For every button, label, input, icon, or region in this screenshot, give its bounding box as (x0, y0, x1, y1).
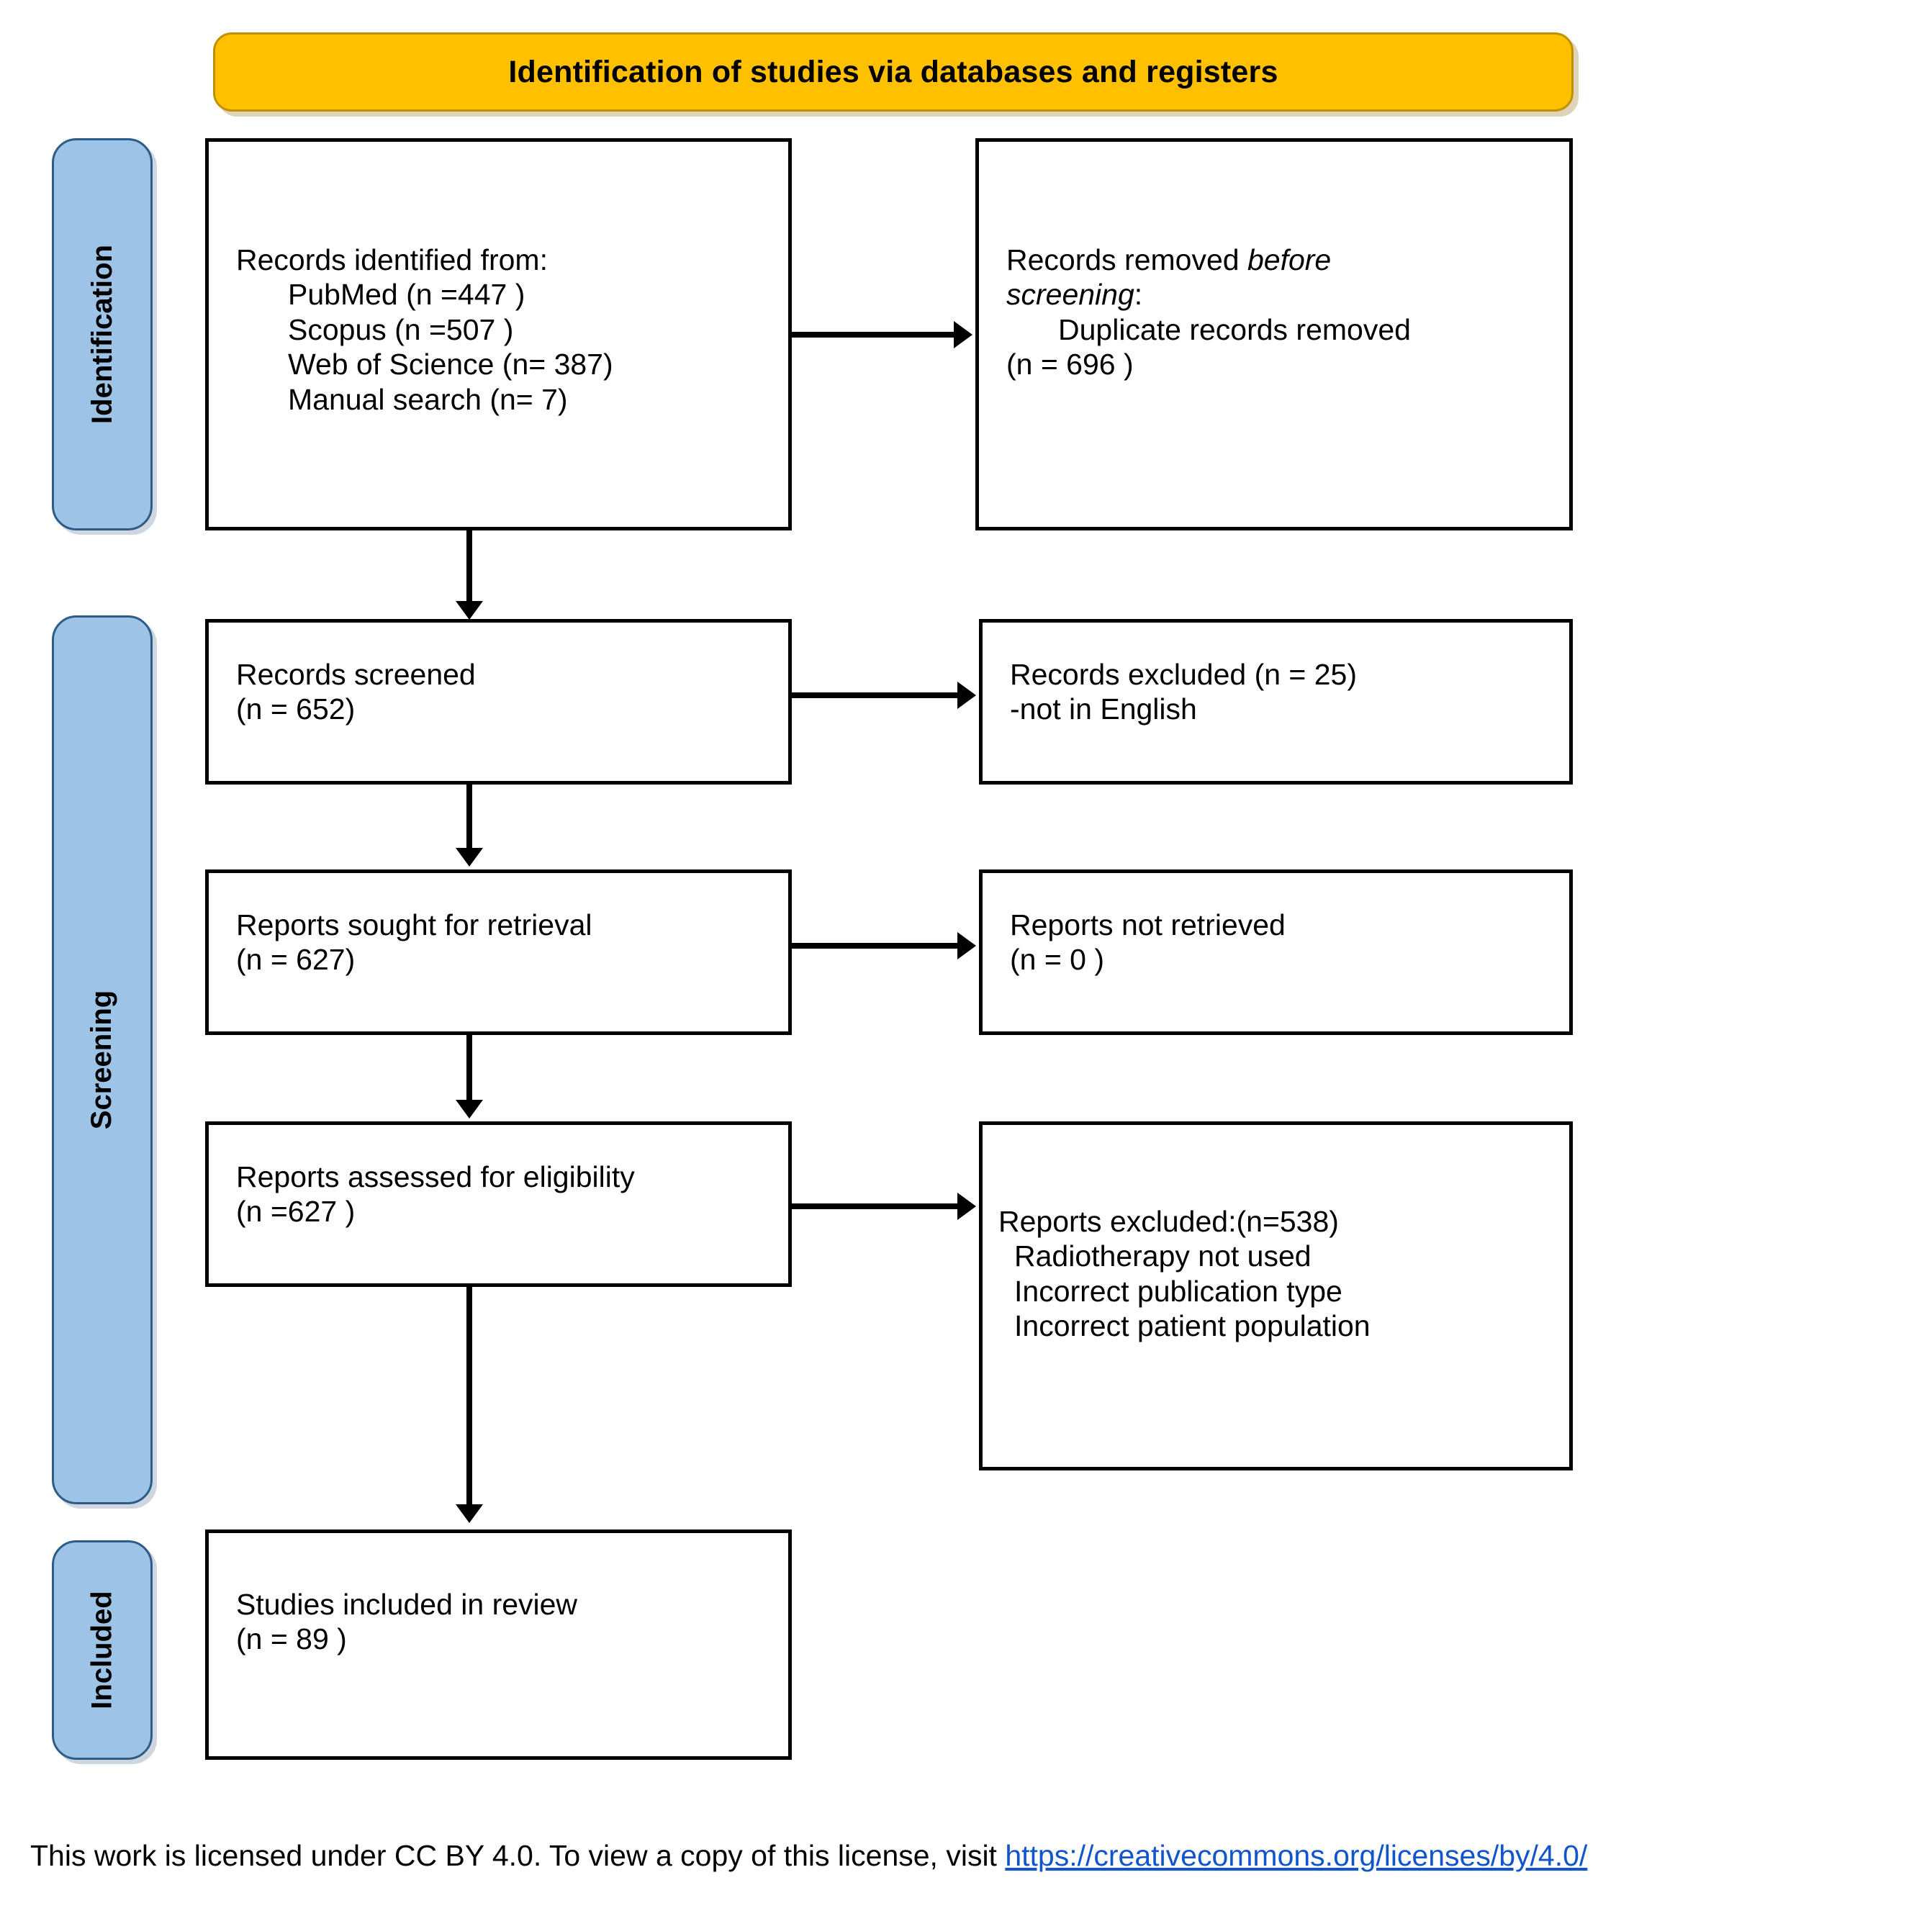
arrowhead-identified-to-removed (954, 321, 972, 348)
records-identified-line-1: Records identified from: (236, 243, 548, 276)
records-identified-line-pubmed: PubMed (n =447 ) (288, 278, 525, 312)
arrowhead-identified-to-screened (456, 601, 483, 620)
phase-pill-screening: Screening (52, 615, 153, 1504)
box-records-excluded: Records excluded (n = 25) -not in Englis… (979, 619, 1573, 785)
banner-title: Identification of studies via databases … (508, 54, 1278, 89)
studies-included-line-1: Studies included in review (236, 1588, 578, 1621)
records-identified-line-manual: Manual search (n= 7) (288, 382, 568, 416)
reports-excluded-line-1: Reports excluded:(n=538) (998, 1205, 1339, 1238)
reports-assessed-line-1: Reports assessed for eligibility (236, 1160, 635, 1193)
phase-label-identification: Identification (86, 245, 118, 424)
reports-not-retrieved-line-1: Reports not retrieved (1010, 908, 1286, 941)
records-removed-em-before: before (1247, 243, 1332, 276)
records-excluded-line-1: Records excluded (n = 25) (1010, 658, 1358, 691)
records-screened-line-1: Records screened (236, 658, 476, 691)
records-identified-line-wos: Web of Science (n= 387) (288, 348, 613, 381)
reports-not-retrieved-line-2: (n = 0 ) (1010, 943, 1105, 977)
arrowhead-sought-to-assessed (456, 1100, 483, 1119)
box-records-identified: Records identified from: PubMed (n =447 … (205, 138, 792, 530)
box-records-removed-before-screening: Records removed before screening: Duplic… (975, 138, 1573, 530)
connector-assessed-to-included (466, 1287, 472, 1510)
records-excluded-line-2: -not in English (1010, 692, 1197, 726)
license-link[interactable]: https://creativecommons.org/licenses/by/… (1005, 1839, 1588, 1872)
records-removed-line-4: (n = 696 ) (1006, 348, 1134, 381)
connector-assessed-to-excluded (792, 1203, 957, 1209)
reports-excluded-line-2: Radiotherapy not used (1014, 1239, 1312, 1273)
box-reports-not-retrieved: Reports not retrieved (n = 0 ) (979, 869, 1573, 1035)
phase-label-screening: Screening (86, 990, 118, 1130)
arrowhead-sought-to-not-retrieved (957, 932, 976, 959)
records-removed-line-1: Records removed before (1006, 243, 1555, 277)
arrowhead-assessed-to-included (456, 1504, 483, 1523)
phase-label-included: Included (86, 1591, 118, 1709)
arrowhead-screened-to-sought (456, 848, 483, 867)
records-removed-em-screening: screening (1006, 278, 1134, 312)
box-studies-included-in-review: Studies included in review (n = 89 ) (205, 1529, 792, 1760)
arrowhead-assessed-to-excluded (957, 1193, 976, 1220)
box-reports-assessed-for-eligibility: Reports assessed for eligibility (n =627… (205, 1121, 792, 1287)
records-screened-line-2: (n = 652) (236, 692, 356, 726)
connector-sought-to-not-retrieved (792, 943, 957, 949)
box-reports-excluded: Reports excluded:(n=538) Radiotherapy no… (979, 1121, 1573, 1470)
phase-pill-included: Included (52, 1540, 153, 1760)
records-identified-line-scopus: Scopus (n =507 ) (288, 312, 514, 346)
reports-excluded-line-3: Incorrect publication type (1014, 1274, 1342, 1308)
connector-screened-to-sought (466, 785, 472, 857)
box-reports-sought-for-retrieval: Reports sought for retrieval (n = 627) (205, 869, 792, 1035)
connector-identified-to-removed (792, 332, 954, 338)
records-removed-colon: : (1134, 278, 1143, 312)
records-removed-line-3: Duplicate records removed (1058, 312, 1411, 346)
reports-excluded-line-4: Incorrect patient population (1014, 1309, 1371, 1343)
studies-included-line-2: (n = 89 ) (236, 1622, 347, 1656)
records-removed-text-a: Records removed (1006, 243, 1247, 276)
license-footer: This work is licensed under CC BY 4.0. T… (30, 1839, 1587, 1873)
banner-identification-header: Identification of studies via databases … (213, 32, 1574, 112)
connector-identified-to-screened (466, 530, 472, 610)
arrowhead-screened-to-excluded (957, 682, 976, 709)
license-text: This work is licensed under CC BY 4.0. T… (30, 1839, 1006, 1872)
records-removed-line-2: screening: (1006, 277, 1555, 312)
phase-pill-identification: Identification (52, 138, 153, 530)
connector-sought-to-assessed (466, 1035, 472, 1107)
reports-assessed-line-2: (n =627 ) (236, 1195, 356, 1229)
reports-sought-line-2: (n = 627) (236, 943, 356, 977)
connector-screened-to-excluded (792, 692, 957, 698)
box-records-screened: Records screened (n = 652) (205, 619, 792, 785)
reports-sought-line-1: Reports sought for retrieval (236, 908, 592, 941)
